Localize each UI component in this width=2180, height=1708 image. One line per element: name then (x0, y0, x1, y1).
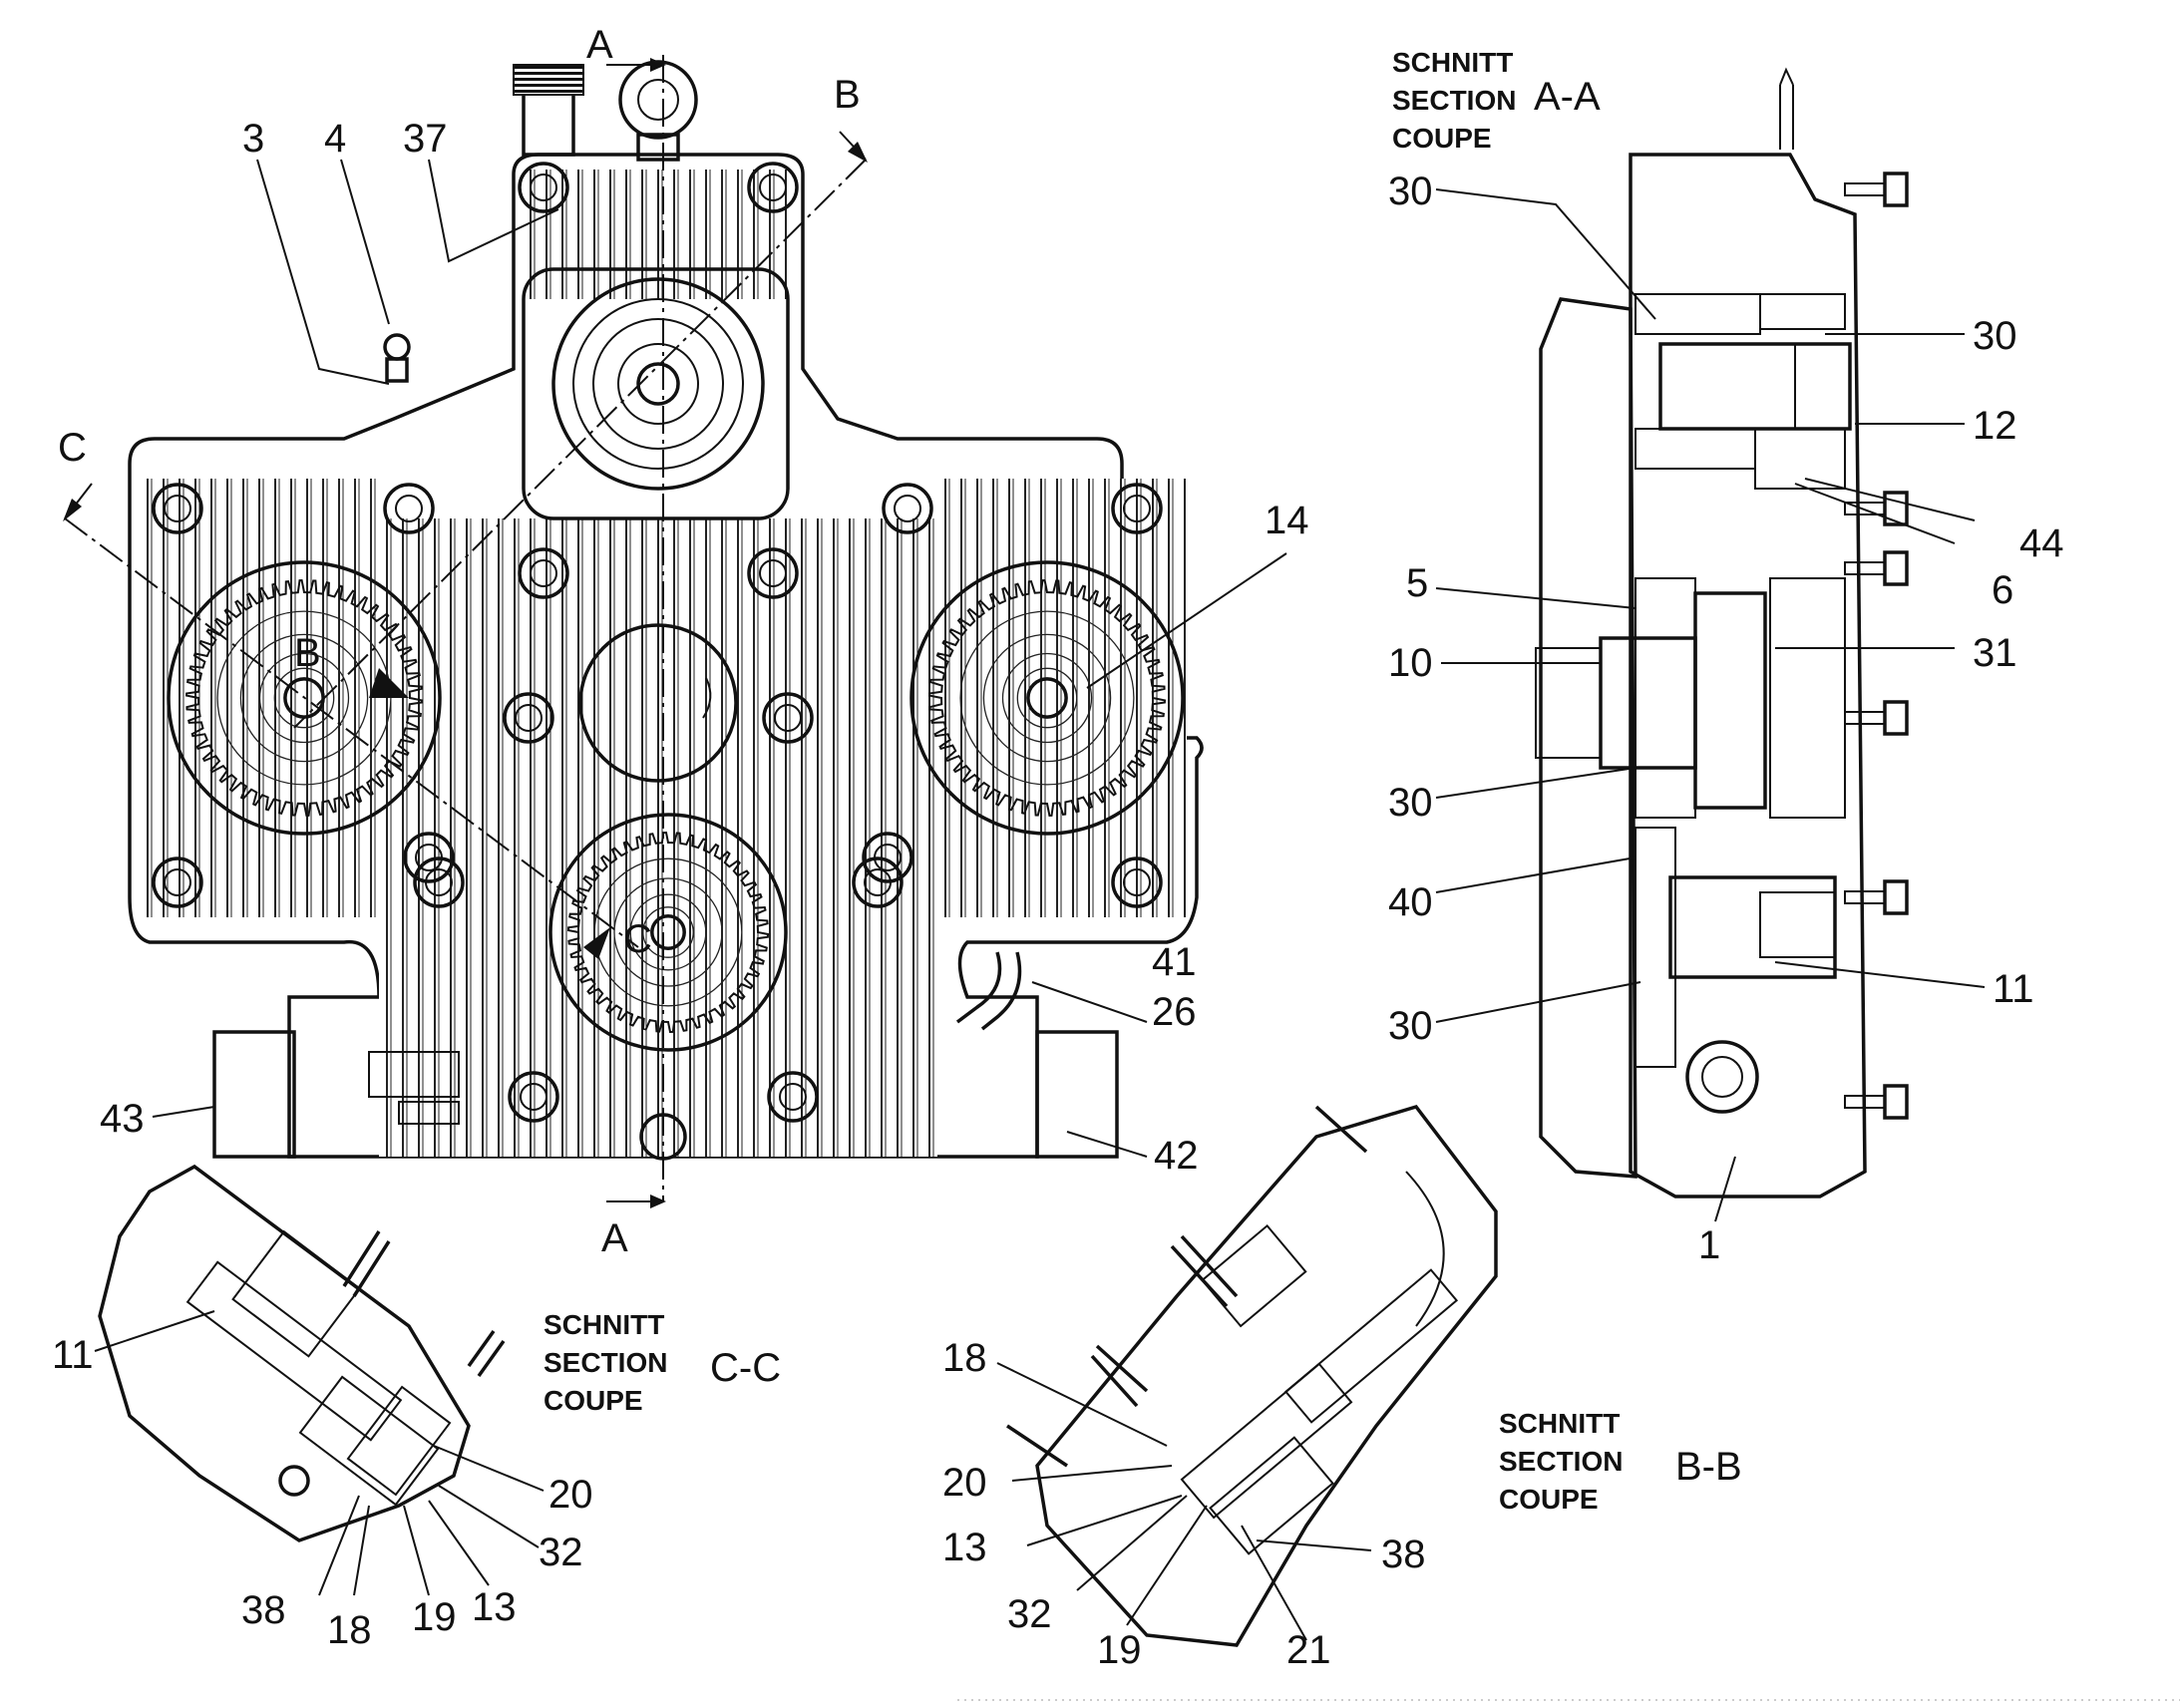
callout-14: 14 (1265, 499, 1309, 542)
callout-3: 3 (242, 117, 264, 161)
section-title-bb: SCHNITT SECTION COUPE B-B (1499, 1408, 1742, 1515)
oil-pipe (955, 951, 1022, 1031)
svg-text:C-C: C-C (710, 1346, 781, 1390)
svg-text:SECTION: SECTION (1392, 85, 1516, 116)
svg-text:SCHNITT: SCHNITT (1499, 1408, 1620, 1439)
top-cover-plate (522, 267, 790, 520)
section-aa-housing (1629, 153, 1867, 1198)
svg-text:B-B: B-B (1675, 1445, 1742, 1489)
callout-41: 41 (1152, 940, 1197, 984)
svg-text:A-A: A-A (1534, 75, 1601, 119)
callout-aa-40: 40 (1388, 880, 1433, 924)
callout-aa-30c: 30 (1388, 781, 1433, 825)
callout-bb-21: 21 (1286, 1628, 1331, 1672)
housing-bolts (152, 162, 1163, 1123)
callout-cc-11: 11 (52, 1333, 94, 1377)
callout-aa-5: 5 (1406, 561, 1428, 605)
callout-aa-6: 6 (1992, 568, 2013, 612)
left-gear (167, 560, 442, 836)
callout-42: 42 (1154, 1134, 1199, 1178)
callout-aa-30a: 30 (1388, 170, 1433, 213)
cooling-fins-right (937, 479, 1187, 917)
callout-cc-13: 13 (472, 1585, 517, 1629)
main-front-view: A A B B C C (58, 23, 1204, 1260)
callout-cc-18: 18 (327, 1608, 372, 1652)
callout-cc-20: 20 (548, 1473, 593, 1517)
svg-text:SECTION: SECTION (544, 1347, 667, 1378)
cut-mark-c-top: C (58, 426, 87, 470)
right-valve-block (1035, 1030, 1119, 1159)
cooling-fins-center (379, 518, 937, 1157)
cut-line-b (293, 159, 867, 729)
section-title-aa: SCHNITT SECTION COUPE A-A (1392, 47, 1601, 154)
callout-aa-30d: 30 (1388, 1004, 1433, 1048)
section-b-b (1006, 1104, 1498, 1647)
cut-line-c (64, 517, 639, 948)
svg-text:SECTION: SECTION (1499, 1446, 1623, 1477)
callout-aa-31: 31 (1973, 631, 2017, 675)
callout-37: 37 (403, 117, 448, 161)
name-plate (368, 1051, 460, 1098)
svg-text:COUPE: COUPE (1392, 123, 1492, 154)
callout-bb-13: 13 (942, 1526, 987, 1569)
callout-aa-10: 10 (1388, 641, 1433, 685)
right-gear (909, 560, 1185, 836)
callout-cc-19: 19 (412, 1595, 457, 1639)
section-aa-gear (1693, 591, 1767, 810)
section-a-a (1535, 67, 1909, 1198)
callout-26: 26 (1152, 990, 1197, 1034)
section-c-c (98, 1164, 506, 1542)
bottom-gear (548, 813, 788, 1052)
callout-aa-1: 1 (1698, 1223, 1720, 1267)
callout-43: 43 (100, 1097, 145, 1141)
svg-text:COUPE: COUPE (1499, 1484, 1599, 1515)
callout-bb-19: 19 (1097, 1628, 1142, 1672)
small-eye-bolt (383, 333, 411, 383)
cut-mark-c-gear: C (623, 917, 652, 961)
upper-housing (128, 153, 1204, 1159)
svg-text:COUPE: COUPE (544, 1385, 643, 1416)
cut-mark-b-gear: B (294, 631, 321, 675)
lifting-eye (618, 60, 698, 162)
callout-aa-11: 11 (1993, 967, 2034, 1011)
callouts: 3 4 37 14 41 26 43 42 30 30 12 44 6 5 10… (52, 117, 2064, 1672)
left-valve-block (212, 1030, 296, 1159)
callout-cc-32: 32 (539, 1531, 583, 1574)
callout-aa-30b: 30 (1973, 314, 2017, 358)
cut-mark-a-bottom: A (601, 1216, 628, 1260)
callout-aa-44: 44 (2019, 521, 2064, 565)
callout-4: 4 (324, 117, 346, 161)
cut-mark-a-top: A (586, 23, 613, 67)
cut-mark-b-top: B (834, 73, 861, 117)
callout-bb-20: 20 (942, 1461, 987, 1505)
svg-text:SCHNITT: SCHNITT (1392, 47, 1513, 78)
callout-aa-12: 12 (1973, 404, 2017, 448)
leader-lines (94, 159, 1986, 1641)
upper-bearing (551, 277, 765, 491)
callout-bb-38: 38 (1381, 1533, 1426, 1576)
central-bore (578, 623, 738, 783)
callout-bb-18: 18 (942, 1336, 987, 1380)
svg-text:SCHNITT: SCHNITT (544, 1309, 664, 1340)
callout-bb-32: 32 (1007, 1592, 1052, 1636)
section-aa-plug (1685, 1040, 1759, 1114)
section-title-cc: SCHNITT SECTION COUPE C-C (544, 1309, 781, 1416)
filler-cap (513, 64, 584, 157)
callout-cc-38: 38 (241, 1588, 286, 1632)
